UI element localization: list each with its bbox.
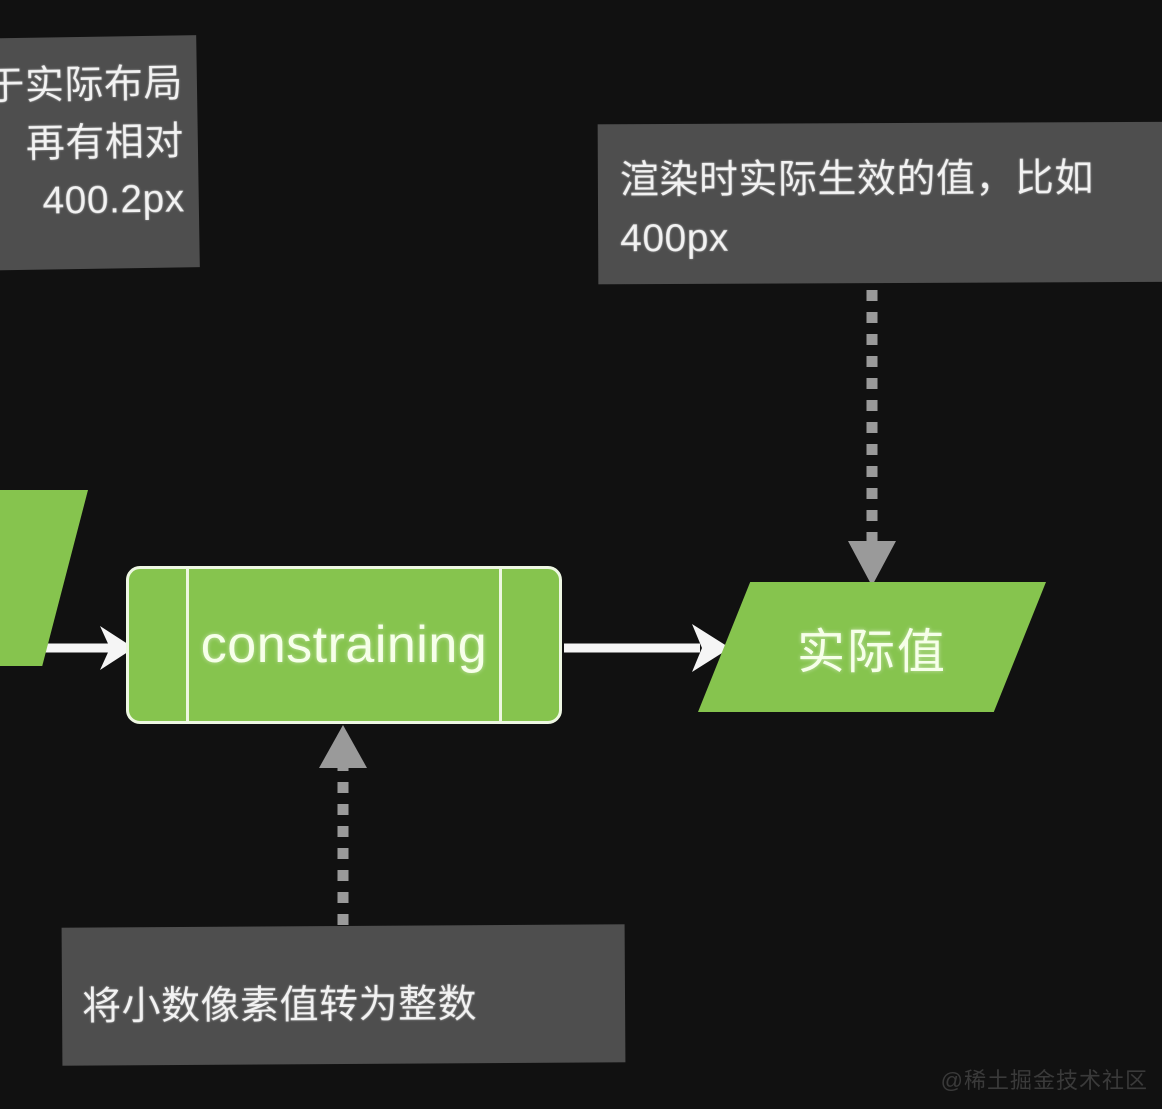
actual-value-note-line-2: 400px	[620, 216, 730, 260]
actual-value-note: 渲染时实际生效的值，比如 400px	[597, 121, 1162, 285]
arrow-constraining-to-output	[564, 624, 730, 672]
watermark: @稀土掘金技术社区	[940, 1068, 1148, 1093]
rounding-note-line-1: 将小数像素值转为整数	[81, 983, 478, 1029]
layout-note-line-2: 再有相对	[25, 120, 185, 166]
layout-note-line-1: 于实际布局	[0, 62, 184, 109]
constraining-node[interactable]: constraining	[126, 566, 562, 724]
actual-value-node-label: 实际值	[796, 626, 947, 679]
layout-note: 于实际布局 再有相对 400.2px	[0, 35, 200, 271]
rounding-note: 将小数像素值转为整数	[61, 924, 626, 1066]
constraining-node-label: constraining	[200, 616, 488, 674]
actual-value-note-line-1: 渲染时实际生效的值，比如	[619, 157, 1095, 203]
parallelogram-shape	[698, 582, 1046, 712]
arrow-note-to-output	[848, 290, 896, 586]
subroutine-divider-left	[186, 569, 189, 721]
actual-value-node[interactable]: 实际值	[698, 582, 1046, 712]
arrow-note-to-constraining	[319, 725, 367, 925]
layout-note-line-3: 400.2px	[42, 177, 186, 224]
subroutine-divider-right	[499, 569, 502, 721]
